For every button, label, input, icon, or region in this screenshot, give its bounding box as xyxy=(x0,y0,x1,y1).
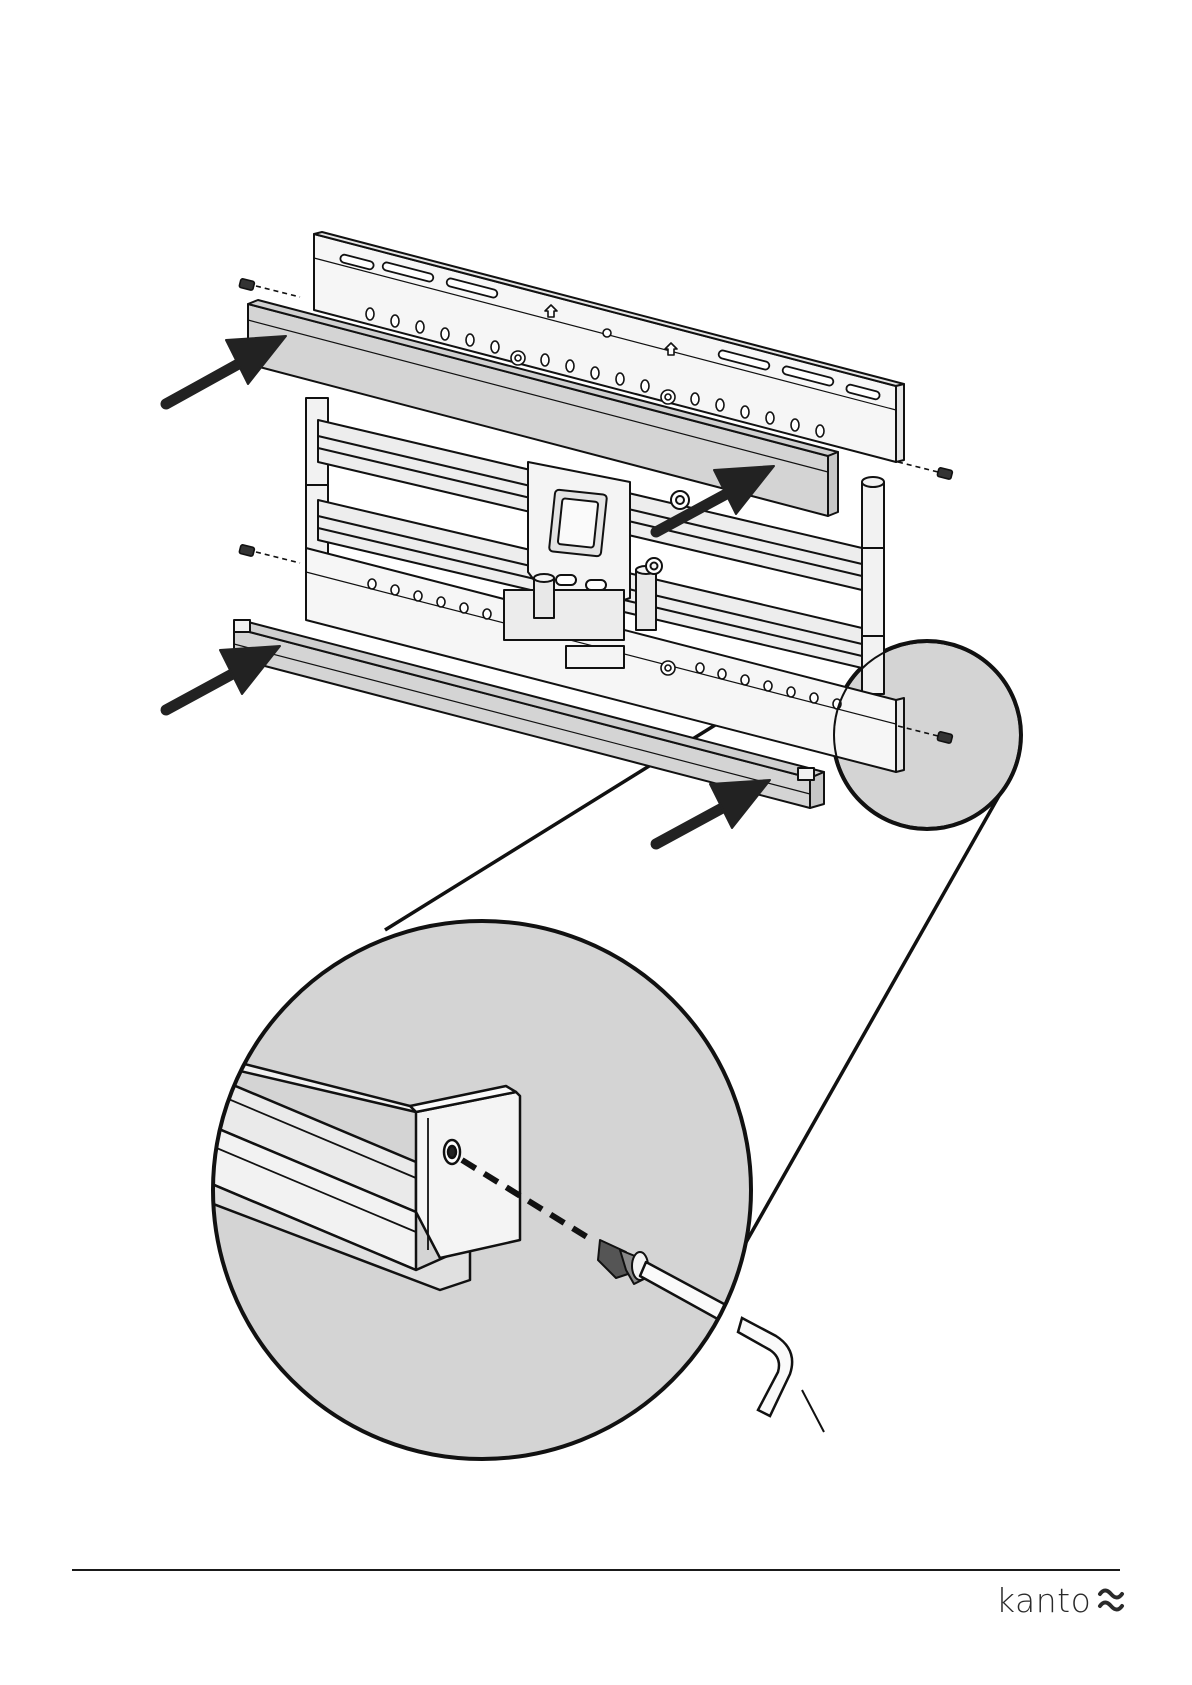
screw-bottom-left xyxy=(239,544,300,563)
brand-wordmark: kanto xyxy=(996,1584,1091,1617)
kanto-logo-mark-icon xyxy=(1097,1586,1125,1614)
hinge-pin-right xyxy=(636,570,656,630)
footer-divider xyxy=(72,1569,1120,1571)
arm-lower-block xyxy=(504,590,624,640)
right-post xyxy=(862,482,884,694)
zoom-connector-right xyxy=(736,787,1004,1260)
center-arm-assembly xyxy=(504,462,689,668)
arrow-bottom-right xyxy=(656,780,770,844)
brand-logo: kanto xyxy=(996,1580,1125,1620)
hex-key-leader-line xyxy=(802,1390,824,1432)
hex-key-handle-outside xyxy=(738,1318,792,1416)
screw-top-left xyxy=(239,278,300,297)
screw-top-right xyxy=(898,462,953,480)
arrow-bottom-left xyxy=(166,646,280,710)
detail-circle-magnified xyxy=(150,921,792,1459)
hinge-pin-left xyxy=(534,578,554,618)
